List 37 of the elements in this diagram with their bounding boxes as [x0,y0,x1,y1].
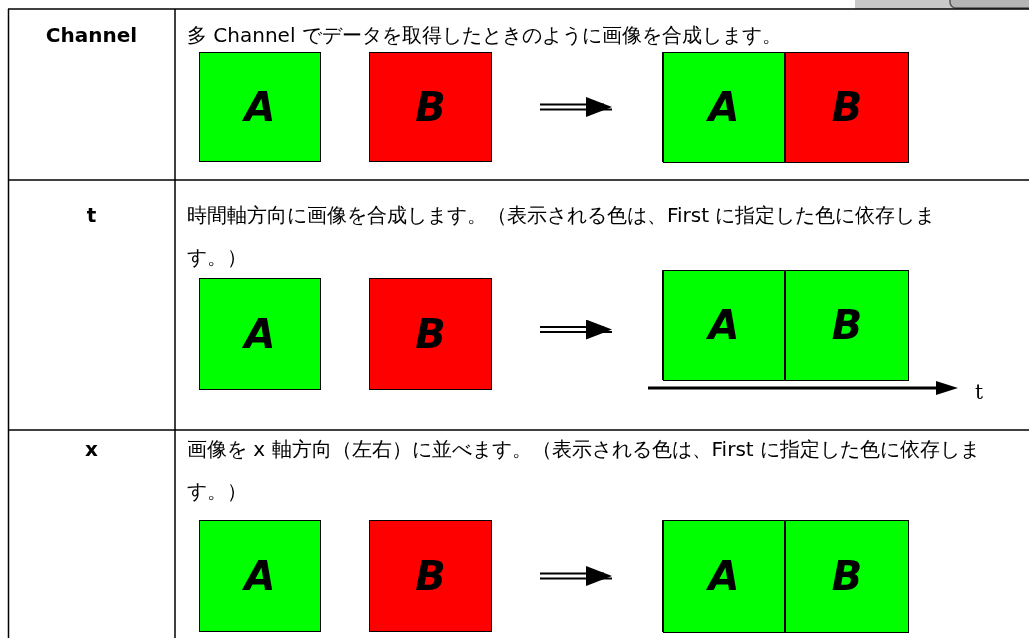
image-letter: B [831,87,863,127]
image-letter: A [708,305,740,345]
image-half [785,51,909,163]
double-arrow [539,97,613,117]
image-letter: B [415,87,446,127]
image-half [663,51,785,163]
image-half [785,269,909,381]
image-letter: B [415,314,446,354]
image-tile [369,278,492,390]
image-half [663,269,785,381]
image-letter: A [244,556,276,596]
image-tile [369,520,492,632]
image-letter: A [244,87,276,127]
image-letter: A [244,314,276,354]
combined-image [662,52,908,162]
image-letter: B [415,556,446,596]
image-tile [199,520,321,632]
image-letter: A [708,556,740,596]
row-description: 多 Channel でデータを取得したときのように画像を合成します。 [187,23,782,47]
axis-label: t [975,380,984,404]
image-half [663,519,785,633]
row-header: Channel [45,23,138,47]
image-tile [369,52,492,162]
image-letter: B [831,556,863,596]
double-arrow [539,566,613,586]
double-arrow [539,319,613,340]
image-tile [199,52,321,162]
image-half [785,519,909,633]
image-tile [199,278,321,390]
row-header: x [85,437,98,461]
row-header: t [86,203,97,227]
combined-image [662,520,908,632]
image-letter: A [708,87,740,127]
combined-image [662,270,908,380]
row-description: 時間軸方向に画像を合成します。（表示される色は、First に指定した色に依存します。） [187,203,936,269]
image-letter: B [831,305,863,345]
row-description: 画像を x 軸方向（左右）に並べます。（表示される色は、First に指定した色に依存します。） [187,437,980,503]
